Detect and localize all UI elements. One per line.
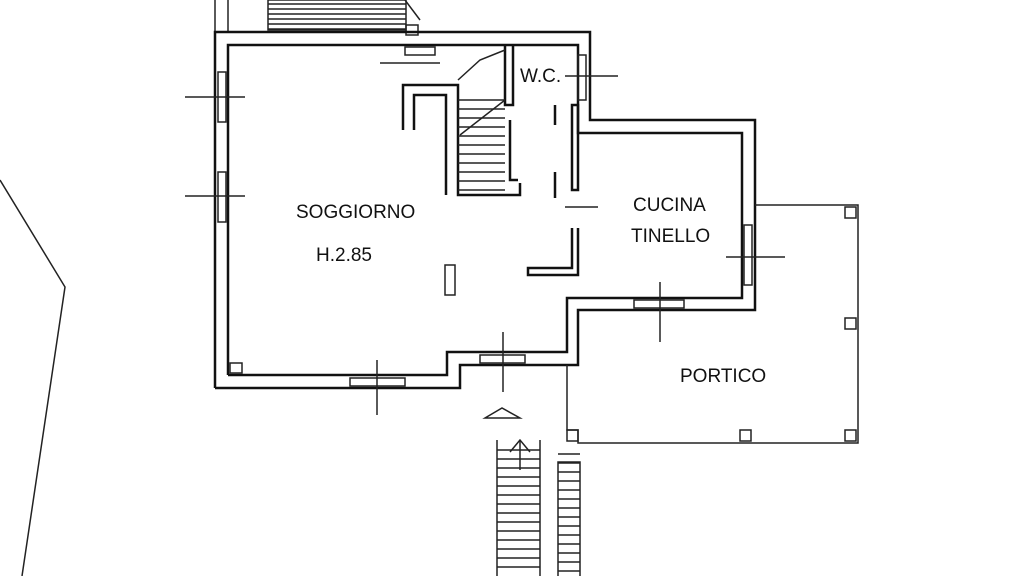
wc-label: W.C.	[520, 66, 561, 87]
entrance-marker	[482, 407, 523, 419]
ceiling-height-label: H.2.85	[316, 245, 372, 266]
portico-outline	[566, 204, 859, 444]
portico-label: PORTICO	[680, 366, 766, 387]
site-boundary	[0, 179, 66, 576]
windows	[185, 46, 785, 415]
kitchen-label: CUCINA	[633, 195, 706, 216]
living-room-label: SOGGIORNO	[296, 202, 415, 223]
interior-stairs	[457, 49, 506, 191]
top-stairs	[214, 0, 421, 36]
dining-label: TINELLO	[631, 226, 710, 247]
bottom-stairs	[496, 438, 581, 576]
exterior-walls	[213, 30, 757, 390]
interior-walls	[229, 45, 598, 374]
